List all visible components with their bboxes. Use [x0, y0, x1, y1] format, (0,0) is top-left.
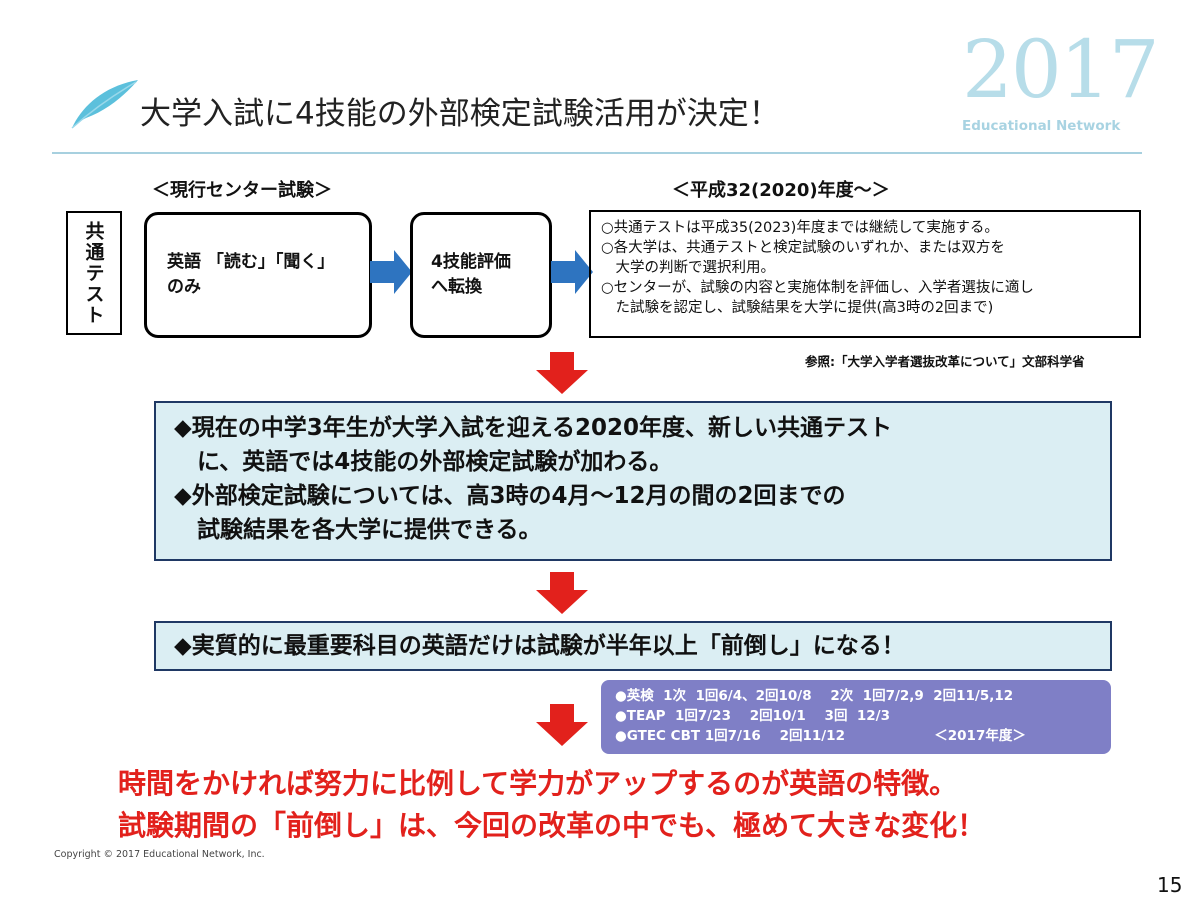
summary-line: ◆外部検定試験については、高3時の4月～12月の間の2回までの	[174, 483, 846, 509]
summary-panel: ◆現在の中学3年生が大学入試を迎える2020年度、新しい共通テスト に、英語では…	[154, 401, 1112, 561]
logo-year: 2017	[962, 23, 1160, 116]
info-line: 大学の判断で選択利用。	[601, 260, 775, 276]
four-skills-line2: へ転換	[431, 277, 482, 297]
four-skills-line1: 4技能評価	[431, 252, 511, 272]
reference-note: 参照:「大学入学者選抜改革について」文部科学省	[805, 354, 1085, 369]
conclusion-line2: 試験期間の「前倒し」は、今回の改革の中でも、極めて大きな変化！	[118, 809, 986, 842]
common-test-label-box: 共通テスト	[66, 211, 122, 335]
exam-schedule-line: ●GTEC CBT 1回7/16 2回11/12 ＜2017年度＞	[615, 728, 1026, 744]
current-english-box: 英語 「読む」「聞く」 のみ	[144, 212, 372, 338]
summary-line: ◆現在の中学3年生が大学入試を迎える2020年度、新しい共通テスト	[174, 415, 893, 441]
right-arrow-icon-2	[551, 250, 593, 294]
exam-schedule-line: ●TEAP 1回7/23 2回10/1 3回 12/3	[615, 708, 890, 724]
down-arrow-icon	[536, 352, 588, 394]
key-point-text: ◆実質的に最重要科目の英語だけは試験が半年以上「前倒し」になる！	[174, 633, 905, 659]
copyright: Copyright © 2017 Educational Network, In…	[54, 849, 265, 860]
common-test-label: 共通テスト	[82, 220, 105, 326]
current-english-line2: のみ	[167, 277, 201, 297]
current-english-line1: 英語 「読む」「聞く」	[167, 252, 335, 272]
summary-line: 試験結果を各大学に提供できる。	[174, 517, 542, 543]
info-line: た試験を認定し、試験結果を大学に提供(高3時の2回まで)	[601, 300, 994, 316]
exam-schedule-box: ●英検 1次 1回6/4、2回10/8 2次 1回7/2,9 2回11/5,12…	[601, 680, 1111, 754]
summary-line: に、英語では4技能の外部検定試験が加わる。	[174, 449, 673, 475]
info-line: ○各大学は、共通テストと検定試験のいずれか、または双方を	[601, 240, 1005, 256]
key-point-panel: ◆実質的に最重要科目の英語だけは試験が半年以上「前倒し」になる！	[154, 621, 1112, 671]
page-title: 大学入試に4技能の外部検定試験活用が決定！	[140, 96, 780, 132]
new-test-info-box: ○共通テストは平成35(2023)年度までは継続して実施する。 ○各大学は、共通…	[589, 210, 1141, 338]
info-line: ○センターが、試験の内容と実施体制を評価し、入学者選抜に適し	[601, 280, 1034, 296]
down-arrow-icon-3	[536, 704, 588, 746]
current-exam-heading: ＜現行センター試験＞	[152, 180, 332, 201]
header-divider	[52, 152, 1142, 154]
page-number: 15	[1157, 873, 1183, 897]
logo-subtitle: Educational Network	[962, 118, 1121, 134]
info-line: ○共通テストは平成35(2023)年度までは継続して実施する。	[601, 220, 999, 236]
right-arrow-icon	[370, 250, 412, 294]
feather-icon	[71, 80, 138, 129]
new-exam-heading: ＜平成32(2020)年度～＞	[672, 180, 890, 201]
four-skills-box: 4技能評価 へ転換	[410, 212, 552, 338]
conclusion-line1: 時間をかければ努力に比例して学力がアップするのが英語の特徴。	[118, 767, 958, 800]
exam-schedule-line: ●英検 1次 1回6/4、2回10/8 2次 1回7/2,9 2回11/5,12	[615, 688, 1014, 704]
down-arrow-icon-2	[536, 572, 588, 614]
